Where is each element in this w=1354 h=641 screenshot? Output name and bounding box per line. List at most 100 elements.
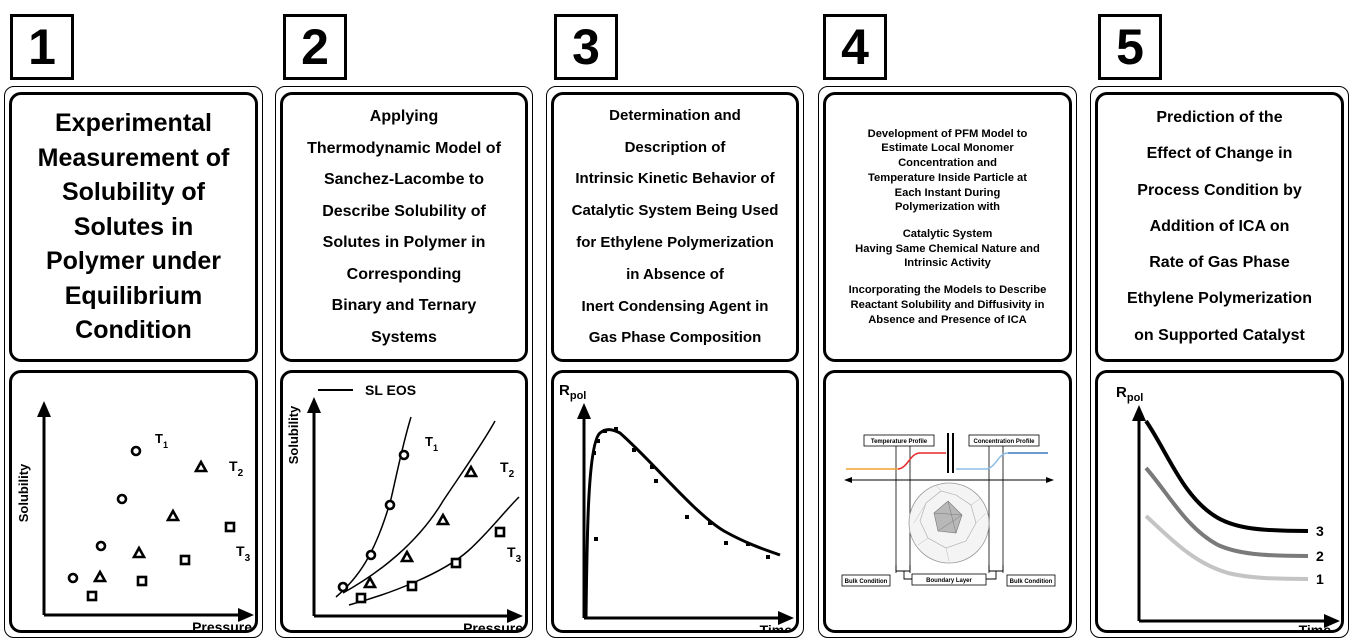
radial-axis-arrow-left bbox=[844, 477, 852, 483]
data-point bbox=[603, 429, 607, 433]
t3-label: T3 bbox=[236, 543, 251, 564]
x-axis-arrow bbox=[778, 611, 794, 625]
circle-point bbox=[116, 493, 128, 505]
square-point bbox=[450, 557, 462, 569]
bulk-condition-right-label: Bulk Condition bbox=[1010, 579, 1053, 585]
square-point bbox=[355, 592, 367, 604]
title-line: Solutes in Polymer in bbox=[322, 234, 486, 251]
step-title-4: Development of PFM Model to Estimate Loc… bbox=[823, 92, 1072, 362]
data-point bbox=[766, 555, 770, 559]
t1-label: T1 bbox=[155, 431, 168, 450]
data-point bbox=[724, 541, 728, 545]
ica-effect-prediction-graph: Rpol Time 3 2 1 bbox=[1095, 370, 1344, 633]
title-line: Absence and Presence of ICA bbox=[868, 313, 1027, 326]
title-line: Sanchez-Lacombe to bbox=[323, 171, 485, 188]
triangle-point bbox=[362, 575, 378, 589]
triangle-point bbox=[435, 512, 451, 526]
title-line: Polymer under bbox=[45, 247, 222, 276]
triangle-point bbox=[193, 459, 209, 473]
square-point bbox=[86, 590, 98, 602]
title-line: for Ethylene Polymerization bbox=[576, 234, 774, 251]
sl-eos-model-graph: SL EOS Solubility Pressure bbox=[280, 370, 528, 633]
boundary-connector bbox=[903, 571, 997, 580]
title-line: in Absence of bbox=[626, 265, 724, 283]
title-line: on Supported Catalyst bbox=[1134, 326, 1305, 344]
data-point bbox=[614, 427, 618, 431]
step-panel-5: Prediction of the Effect of Change in Pr… bbox=[1090, 86, 1349, 638]
circle-point bbox=[398, 449, 410, 461]
curve-label-2: 2 bbox=[1316, 548, 1324, 564]
circle-point bbox=[130, 445, 142, 457]
x-axis-label: Pressure bbox=[463, 620, 523, 633]
y-axis-label: Solubility bbox=[286, 405, 301, 464]
step-number-1: 1 bbox=[10, 14, 74, 80]
temperature-profile-label: Temperature Profile bbox=[871, 439, 928, 445]
y-axis-arrow bbox=[37, 401, 51, 417]
curve-label-1: 1 bbox=[1316, 571, 1324, 587]
step-number-5: 5 bbox=[1098, 14, 1162, 80]
data-point bbox=[746, 542, 750, 546]
bulk-condition-right-box bbox=[1006, 574, 1056, 587]
title-line: Applying bbox=[369, 108, 439, 125]
step-title-3: Determination and Description of Intrins… bbox=[551, 92, 799, 362]
title-line: Addition of ICA on bbox=[1149, 217, 1290, 235]
bracket-right bbox=[988, 565, 1004, 572]
kinetic-behavior-graph: Rpol Time bbox=[551, 370, 799, 633]
concentration-profile-box bbox=[968, 434, 1040, 447]
boundary-layer-box bbox=[911, 573, 987, 586]
title-line: Incorporating the Models to Describe bbox=[848, 284, 1047, 297]
circle-point bbox=[365, 549, 377, 561]
y-axis-arrow bbox=[1132, 405, 1146, 421]
data-point bbox=[654, 479, 658, 483]
title-line: Polymerization with bbox=[894, 201, 1001, 214]
step-title-5: Prediction of the Effect of Change in Pr… bbox=[1095, 92, 1344, 362]
title-line: Intrinsic Activity bbox=[904, 257, 991, 270]
particle-profile-diagram: Temperature Profile Concentration Profil… bbox=[823, 370, 1072, 633]
title-line: Measurement of bbox=[37, 143, 230, 172]
title-line: Development of PFM Model to bbox=[867, 127, 1028, 140]
title-line: Corresponding bbox=[346, 265, 462, 283]
data-point bbox=[650, 465, 654, 469]
temperature-curve-rise bbox=[897, 452, 946, 470]
title-line: Having Same Chemical Nature and bbox=[855, 242, 1040, 255]
title-line: Process Condition by bbox=[1137, 181, 1302, 199]
data-point bbox=[685, 515, 689, 519]
t2-label: T2 bbox=[500, 459, 515, 480]
x-axis-arrow bbox=[238, 608, 254, 622]
x-axis-label: Pressure bbox=[192, 619, 252, 633]
rate-curve bbox=[584, 428, 781, 619]
title-line: Catalytic System bbox=[902, 228, 993, 240]
step-panel-3: Determination and Description of Intrins… bbox=[546, 86, 804, 638]
title-line: Binary and Ternary bbox=[331, 297, 477, 314]
x-axis-label: Time bbox=[1299, 622, 1332, 633]
polymer-particle-icon bbox=[908, 482, 990, 564]
title-line: Catalytic System Being Used bbox=[571, 202, 779, 220]
bulk-condition-left-box bbox=[841, 574, 891, 587]
data-point bbox=[592, 451, 596, 455]
title-line: Systems bbox=[371, 328, 437, 346]
triangle-point bbox=[165, 508, 181, 522]
title-line: Intrinsic Kinetic Behavior of bbox=[575, 170, 775, 188]
data-point bbox=[632, 448, 636, 452]
x-axis-label: Time bbox=[760, 622, 793, 633]
step-number-2: 2 bbox=[283, 14, 347, 80]
title-line: Concentration and bbox=[898, 157, 997, 170]
triangle-point bbox=[92, 569, 108, 583]
step-panel-2: Applying Thermodynamic Model of Sanchez-… bbox=[275, 86, 533, 638]
square-point bbox=[224, 521, 236, 533]
x-axis-arrow bbox=[507, 609, 523, 623]
legend-label: SL EOS bbox=[365, 382, 416, 398]
title-line: Determination and bbox=[609, 106, 741, 124]
model-curve-t2 bbox=[342, 420, 496, 594]
title-line: Estimate Local Monomer bbox=[881, 142, 1014, 155]
rate-curve-2 bbox=[1144, 466, 1309, 558]
step-number-3: 3 bbox=[554, 14, 618, 80]
title-line: Gas Phase Composition bbox=[588, 329, 762, 347]
title-line: Prediction of the bbox=[1156, 109, 1283, 127]
title-line: Reactant Solubility and Diffusivity in bbox=[850, 298, 1045, 311]
square-point bbox=[179, 554, 191, 566]
title-line: Condition bbox=[75, 316, 192, 345]
title-line: Solubility of bbox=[61, 178, 206, 207]
rate-curve-1 bbox=[1144, 514, 1309, 581]
solubility-data-graph: Solubility Pressure T1 T2 T3 bbox=[9, 370, 258, 633]
